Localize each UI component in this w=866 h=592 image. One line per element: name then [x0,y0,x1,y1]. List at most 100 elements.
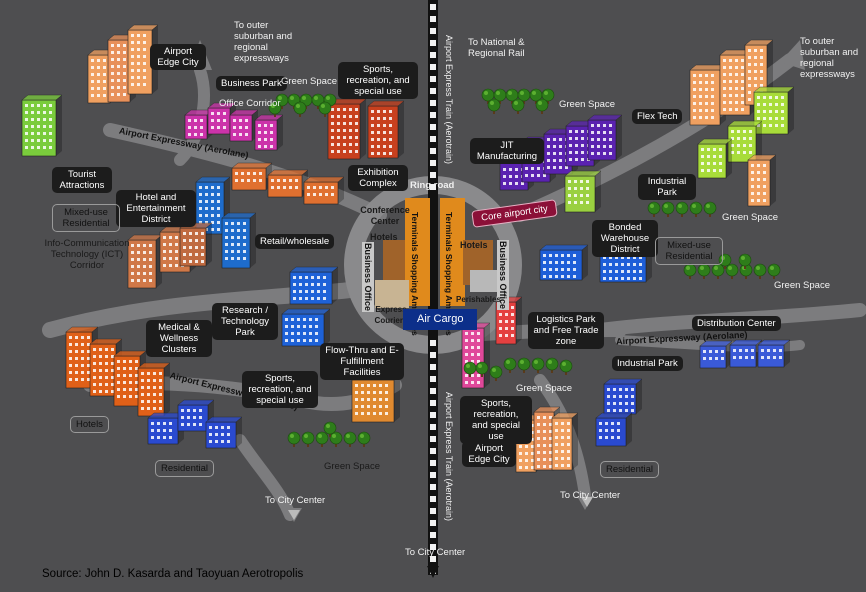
residential-block-icon [177,399,215,432]
sports-top-label: Sports, recreation, and special use [338,62,418,99]
hotels-lower-left-label: Hotels [70,416,109,433]
tree-icon [268,101,282,117]
tree-icon [738,253,752,269]
terminals-left-label: Terminals Shopping Amenities [410,212,420,336]
to-national-rail-label: To National & Regional Rail [468,37,525,59]
retail-wholesale-label: Retail/wholesale [255,234,335,249]
to-city-center-left-label: To City Center [265,495,326,506]
residential-lower-right-label: Residential [600,461,659,478]
business-park-label: Business Park [216,76,287,91]
terminals-right-label: Terminals Shopping Amenities [444,212,454,336]
tree-icon [535,98,549,114]
industrial-park-bottom-label: Industrial Park [612,356,683,371]
tree-icon [503,357,517,373]
source-caption: Source: John D. Kasarda and Taoyuan Aero… [42,568,304,580]
bonded-warehouse-label: Bonded Warehouse District [592,220,658,257]
industrial-tower-icon [747,154,777,207]
to-outer-left-label: To outer suburban and regional expresswa… [234,20,293,64]
airport-edge-city-top-label: Airport Edge City [150,44,206,70]
edge-city-tower-icon [551,412,579,471]
flex-tech-block-icon [727,120,763,163]
office-block-icon [229,109,259,142]
flex-tech-block-icon [753,86,795,135]
tree-icon [689,201,703,217]
green-space-top-right-label: Green Space [559,99,615,110]
to-outer-right-label: To outer suburban and regional expresswa… [800,36,859,80]
hotels-core-right-label: Hotels [460,240,488,250]
office-block-icon [254,114,284,151]
tree-icon [697,263,711,279]
hotel-block-icon [267,169,309,198]
logistics-stack-icon [461,322,491,389]
ict-corridor-label: Info-Communication Technology (ICT) Corr… [44,238,130,271]
retail-block-icon [127,234,163,289]
tree-icon [287,431,301,447]
tree-icon [541,88,555,104]
rail-track [428,0,438,575]
tree-icon [505,88,519,104]
tree-icon [683,263,697,279]
flow-thru-label: Flow-Thru and E-Fulfillment Facilities [320,343,404,380]
industrial-block-icon [564,170,602,213]
stadium-block-icon [367,100,405,159]
research-block-icon [289,266,339,305]
ict-tower-icon [221,212,257,269]
medical-label: Medical & Wellness Clusters [146,320,212,357]
core-terminal [375,198,498,308]
tree-icon [675,201,689,217]
residential-block-icon [205,416,243,449]
green-space-lower-left-label: Green Space [324,461,380,472]
office-corridor-label: Office Corridor [219,98,281,109]
business-office-left-label: Business Office [362,242,374,313]
flow-thru-facility-icon [351,374,401,423]
ring-road-label: Ring road [410,180,455,191]
tree-icon [275,93,289,109]
distribution-block-icon [757,339,791,368]
tree-icon [343,431,357,447]
tree-icon [511,98,525,114]
conference-center-label: Conference Center [360,205,410,226]
business-office-right-label: Business Office [497,240,509,311]
distribution-block-icon [729,339,763,368]
trees [268,88,781,447]
jit-block-icon [587,114,623,161]
tree-icon [489,365,503,381]
exhibition-complex-label: Exhibition Complex [348,165,408,191]
air-cargo-label: Air Cargo [403,309,478,330]
mixed-use-right-label: Mixed-use Residential [655,237,723,265]
rail-ties [430,4,436,574]
tree-icon [323,421,337,437]
down-arrows [288,497,593,520]
tree-icon [545,357,559,373]
rail-bottom-label: Airport Express Train (Aerotrain) [444,392,454,522]
rail-arrow-icon [427,566,439,578]
tree-icon [517,357,531,373]
to-city-center-right-label: To City Center [560,490,621,501]
green-space-top-label: Green Space [281,76,337,87]
tree-icon [661,201,675,217]
rail-to-city-center-label: To City Center [405,547,466,558]
residential-block-icon [603,378,643,415]
medical-tower-icon [113,350,147,407]
green-space-right-label: Green Space [722,212,778,223]
retail-block-icon [179,222,213,267]
logistics-park-label: Logistics Park and Free Trade zone [528,312,604,349]
tree-icon [493,88,507,104]
mixed-use-tower-icon [21,94,63,157]
tree-icon [357,431,371,447]
distribution-block-icon [699,340,733,369]
tree-icon [767,263,781,279]
sports-lower-left-label: Sports, recreation, and special use [242,371,318,408]
distribution-center-label: Distribution Center [692,316,781,331]
rail-top-label: Airport Express Train (Aerotrain) [444,35,454,165]
jit-manufacturing-label: JIT Manufacturing [470,138,544,164]
tourist-attractions-label: Tourist Attractions [52,167,112,193]
tree-icon [293,101,307,117]
tree-icon [311,93,325,109]
industrial-park-top-label: Industrial Park [638,174,696,200]
hotel-entertainment-label: Hotel and Entertainment District [116,190,196,227]
express-couriers-label: Express Couriers [374,305,408,325]
tree-icon [329,431,343,447]
flex-tech-block-icon [697,138,733,179]
